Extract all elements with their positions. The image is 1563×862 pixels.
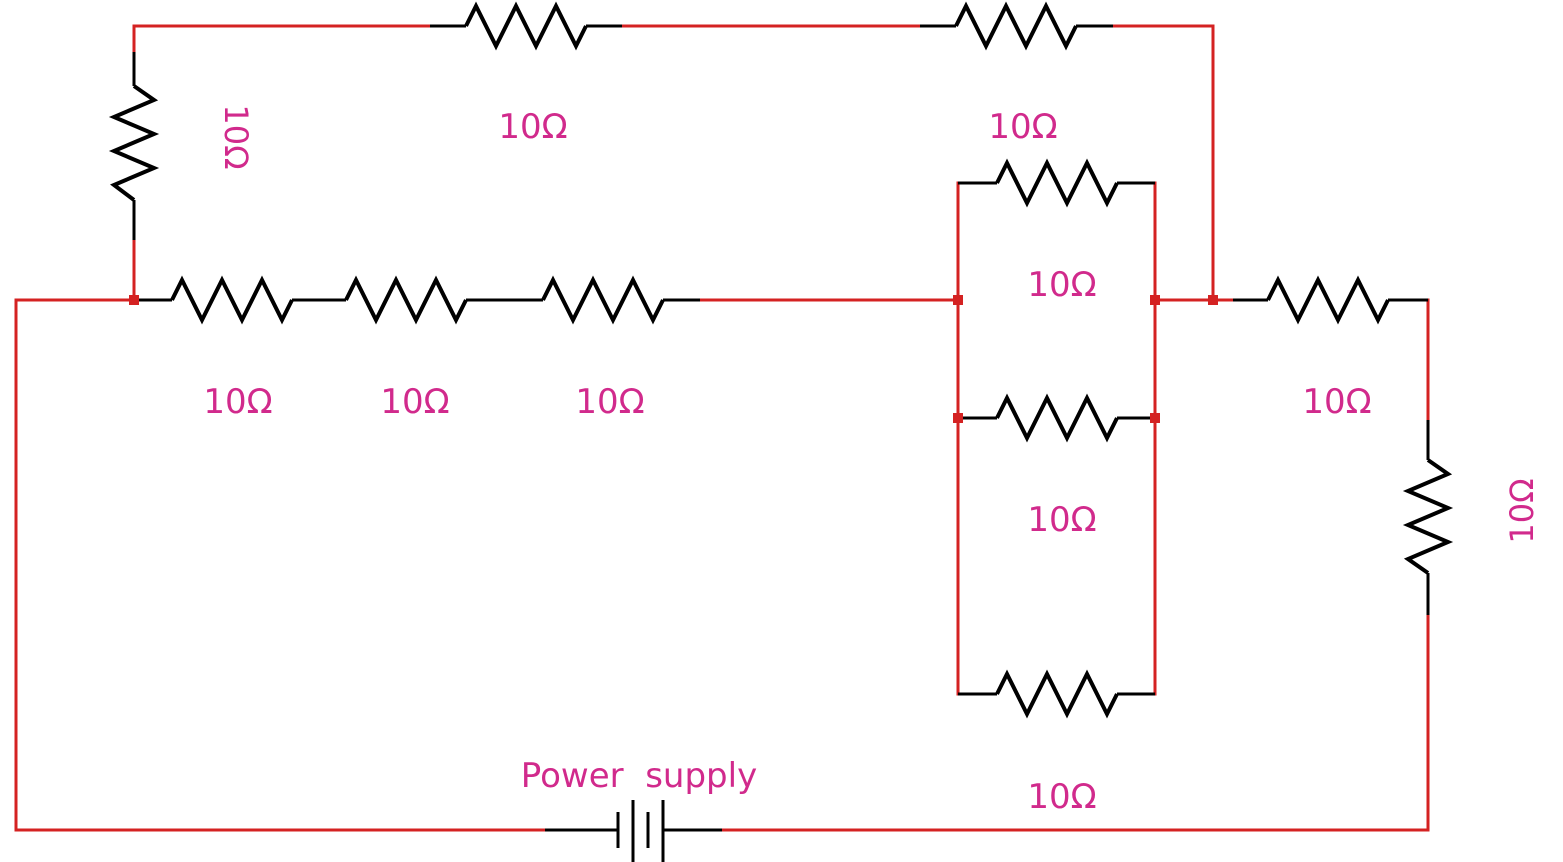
label-r-series-2: 10Ω [380,382,449,422]
wire-left-loop [14,298,547,832]
label-r-parallel-3: 10Ω [1027,777,1096,817]
node-parallel-right-mid [1150,413,1160,423]
label-r-top-left: 10Ω [217,104,255,169]
resistor-top-middle [430,1,622,51]
labels: 10Ω 10Ω 10Ω 10Ω 10Ω 10Ω 10Ω 10Ω 10Ω 10Ω … [203,104,1541,817]
label-r-parallel-1: 10Ω [1027,265,1096,305]
resistor-series-1 [139,275,346,325]
resistor-series-2 [344,275,543,325]
resistor-parallel-3 [958,669,1155,719]
resistor-series-3 [541,275,700,325]
resistor-parallel-1 [958,158,1155,208]
node-right-junction [1208,295,1218,305]
label-r-parallel-2: 10Ω [1027,500,1096,540]
wires [14,24,1430,832]
wire-top-left [132,24,432,54]
resistor-parallel-2 [963,393,1150,443]
label-r-right-horizontal: 10Ω [1302,382,1371,422]
wire-top-right [1111,24,1215,302]
label-r-top-middle: 10Ω [498,107,567,147]
label-r-series-1: 10Ω [203,382,272,422]
node-parallel-left-top [953,295,963,305]
junction-nodes [129,295,1218,423]
resistors [108,1,1454,719]
resistor-right-vertical [1402,420,1454,615]
battery-symbol [545,800,722,862]
resistor-top-right [920,1,1113,51]
resistor-top-left [108,52,160,240]
resistor-right-horizontal [1233,275,1428,325]
label-power-supply: Power supply [521,756,757,796]
label-r-right-vertical: 10Ω [1503,478,1541,543]
label-r-series-3: 10Ω [575,382,644,422]
node-parallel-right-top [1150,295,1160,305]
wire-right-bottom [720,613,1430,832]
node-parallel-left-mid [953,413,963,423]
node-left-junction [129,295,139,305]
label-r-top-right: 10Ω [988,107,1057,147]
